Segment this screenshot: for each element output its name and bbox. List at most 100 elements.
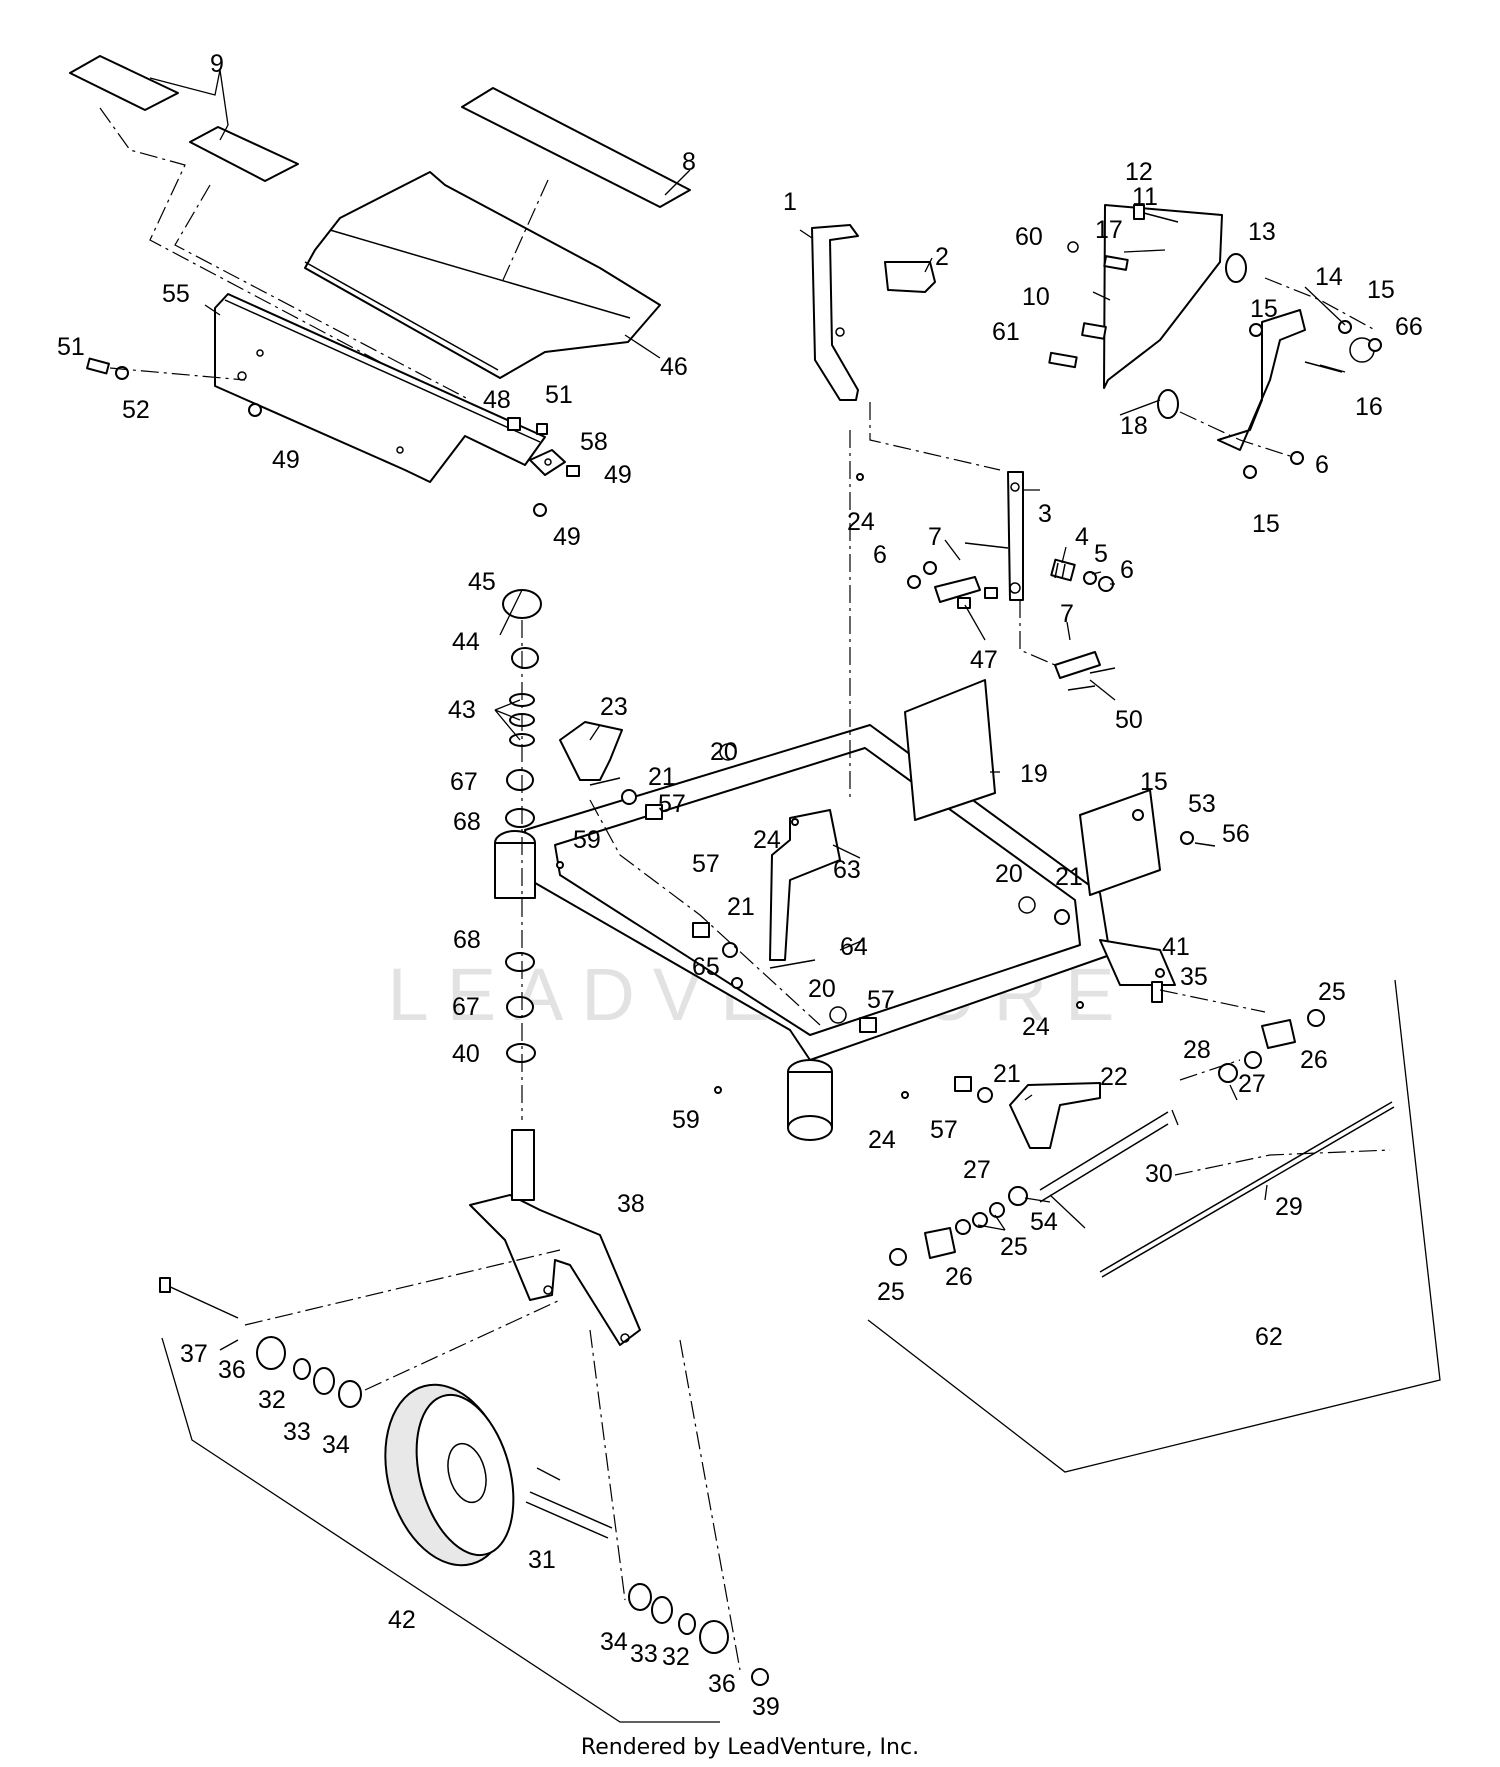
bolt-61: [1048, 351, 1078, 369]
callout-45: 45: [468, 568, 496, 596]
spacer-33-b: [651, 1596, 673, 1624]
bearing-32-b: [678, 1613, 696, 1635]
callout-24: 24: [847, 508, 875, 536]
spacer-36-a: [256, 1336, 286, 1370]
callout-10: 10: [1022, 283, 1050, 311]
nut-25-d: [989, 1202, 1005, 1218]
nut-27-b: [972, 1212, 988, 1228]
callout-62: 62: [1255, 1323, 1283, 1351]
front-tube: [494, 830, 833, 1141]
clip-20-c: [829, 1006, 847, 1024]
callout-44: 44: [452, 628, 480, 656]
bolt-47: [957, 587, 998, 609]
callout-36: 36: [708, 1670, 736, 1698]
spacer-18: [1157, 389, 1179, 419]
brake-lever-1: [811, 224, 859, 401]
bushing-57-c: [859, 1017, 877, 1033]
bolt-10: [1081, 322, 1107, 340]
callout-55: 55: [162, 280, 190, 308]
callout-39: 39: [752, 1693, 780, 1721]
callout-61: 61: [992, 318, 1020, 346]
callout-57: 57: [867, 986, 895, 1014]
pin-60: [1067, 241, 1079, 253]
spacer-33-a: [313, 1367, 335, 1395]
plate-53: [1180, 831, 1194, 845]
pin-3: [964, 542, 1009, 549]
washer-52: [115, 366, 129, 380]
dust-cap-45: [502, 589, 542, 619]
callout-14: 14: [1315, 263, 1343, 291]
callout-13: 13: [1248, 218, 1276, 246]
pin-65: [731, 977, 743, 989]
spacer-13: [1225, 253, 1247, 283]
callout-53: 53: [1188, 790, 1216, 818]
callout-29: 29: [1275, 1193, 1303, 1221]
decal-9-top: [69, 55, 179, 111]
grease-fitting-24-b: [791, 818, 799, 826]
washer-54: [1008, 1186, 1028, 1206]
callout-33: 33: [630, 1640, 658, 1668]
washer-21-b: [1054, 909, 1070, 925]
callout-21: 21: [993, 1060, 1021, 1088]
washer-5: [1083, 571, 1097, 585]
callout-57: 57: [692, 850, 720, 878]
plate-11: [1103, 204, 1223, 389]
callout-4: 4: [1075, 523, 1089, 551]
callout-22: 22: [1100, 1063, 1128, 1091]
bolt-56: [1194, 842, 1216, 847]
race-68-top: [505, 808, 535, 828]
callout-32: 32: [662, 1643, 690, 1671]
clip-20-b: [1018, 896, 1036, 914]
callout-15: 15: [1252, 510, 1280, 538]
callout-26: 26: [1300, 1046, 1328, 1074]
callout-41: 41: [1162, 933, 1190, 961]
grease-fitting-24-c: [1076, 1001, 1084, 1009]
callout-30: 30: [1145, 1160, 1173, 1188]
callout-66: 66: [1395, 313, 1423, 341]
nut-25-b: [889, 1248, 907, 1266]
bolt-51: [86, 357, 110, 375]
washer-21-d: [977, 1087, 993, 1103]
nut-49-c: [533, 503, 547, 517]
callout-25: 25: [1318, 978, 1346, 1006]
callout-15: 15: [1250, 295, 1278, 323]
callout-21: 21: [1055, 863, 1083, 891]
wheel-tire: [384, 1383, 515, 1567]
bearing-67-bottom: [506, 996, 534, 1018]
callout-21: 21: [727, 893, 755, 921]
callout-64: 64: [840, 933, 868, 961]
spacer-36-b: [699, 1620, 729, 1654]
grease-fitting-59-b: [714, 1086, 722, 1094]
spring-4: [1050, 558, 1076, 582]
bearing-32-a: [293, 1358, 311, 1380]
nut-49-b: [566, 465, 580, 477]
bolt-50: [1067, 667, 1116, 691]
callout-34: 34: [322, 1431, 350, 1459]
callout-57: 57: [930, 1116, 958, 1144]
callout-54: 54: [1030, 1208, 1058, 1236]
pivot-arm-22: [1009, 1082, 1101, 1149]
bearing-34-b: [628, 1583, 652, 1611]
frame-19: [524, 679, 1176, 1061]
callout-56: 56: [1222, 820, 1250, 848]
bushing-57-d: [954, 1076, 972, 1092]
callout-58: 58: [580, 428, 608, 456]
callout-42: 42: [388, 1606, 416, 1634]
axle-31: [525, 1491, 613, 1539]
washer-21-c: [722, 942, 738, 958]
nut-15-a: [1249, 323, 1263, 337]
washer-21-a: [621, 789, 637, 805]
callout-18: 18: [1120, 412, 1148, 440]
callout-33: 33: [283, 1418, 311, 1446]
bracket-55: [214, 293, 546, 483]
callout-37: 37: [180, 1340, 208, 1368]
nut-25-c: [955, 1219, 971, 1235]
pin-16: [1304, 337, 1375, 373]
callout-25: 25: [877, 1278, 905, 1306]
callout-6: 6: [1315, 451, 1329, 479]
caster-fork-38: [469, 1129, 641, 1346]
seal-40: [506, 1043, 536, 1063]
bolt-48: [507, 417, 521, 431]
nut-25-a: [1307, 1009, 1325, 1027]
